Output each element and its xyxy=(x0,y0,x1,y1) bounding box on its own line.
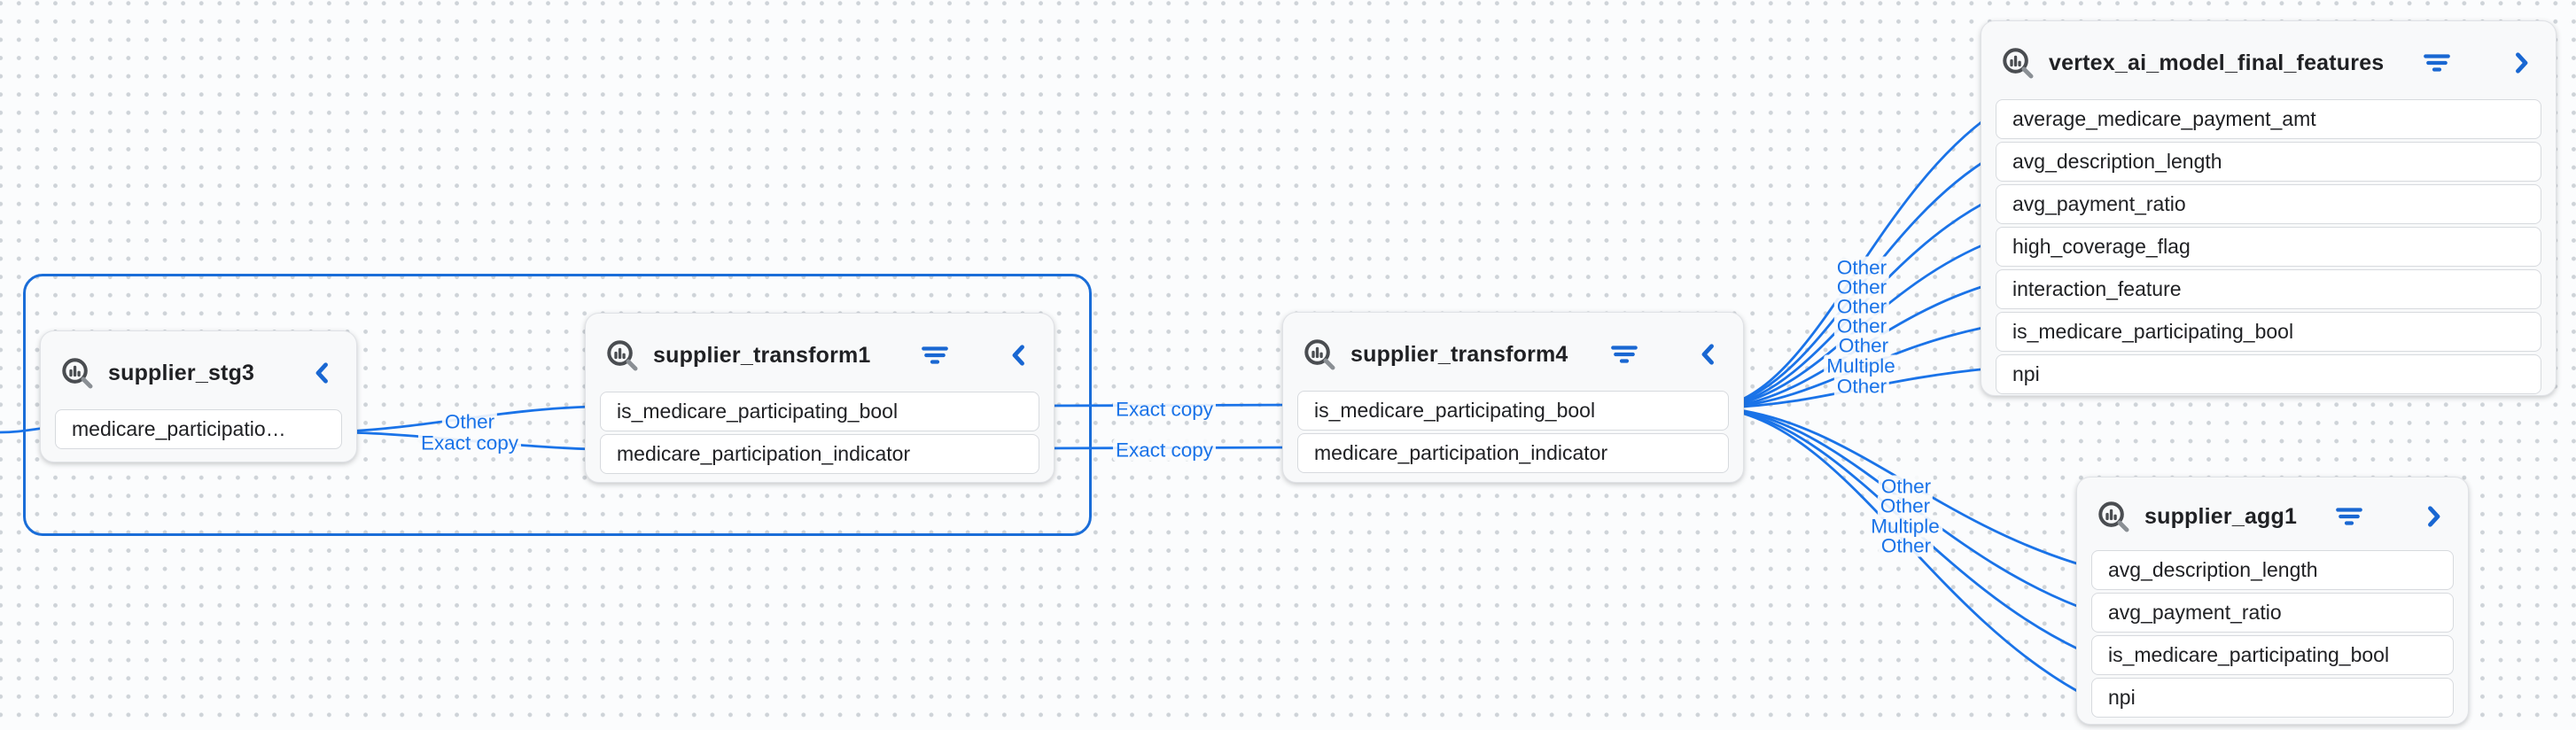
edge-label: Multiple xyxy=(1868,515,1942,538)
edge-label: Exact copy xyxy=(1112,398,1217,421)
column-chip[interactable]: is_medicare_participating_bool xyxy=(600,392,1039,431)
edge-label: Other xyxy=(441,410,498,433)
edge-label: Exact copy xyxy=(417,431,522,454)
collapse-left-chevron-icon[interactable] xyxy=(1693,339,1724,369)
column-list: avg_description_length avg_payment_ratio… xyxy=(2077,550,2468,718)
filter-icon[interactable] xyxy=(919,339,951,371)
column-chip[interactable]: is_medicare_participating_bool xyxy=(2091,635,2454,675)
column-list: medicare_participatio… xyxy=(41,409,356,449)
search-insights-icon xyxy=(2095,498,2132,535)
column-list: average_medicare_payment_amt avg_descrip… xyxy=(1981,99,2556,394)
column-chip[interactable]: npi xyxy=(1996,354,2541,394)
lineage-node-vertex-ai-model-final-features[interactable]: vertex_ai_model_final_features average_m… xyxy=(1981,20,2557,396)
node-title: supplier_transform1 xyxy=(653,342,871,368)
lineage-node-supplier-transform1[interactable]: supplier_transform1 is_medicare_particip… xyxy=(585,313,1055,483)
node-header: supplier_agg1 xyxy=(2077,478,2468,550)
column-chip[interactable]: npi xyxy=(2091,678,2454,718)
edge-label: Exact copy xyxy=(1112,439,1217,462)
edge-label: Other xyxy=(1877,494,1934,517)
search-insights-icon xyxy=(1999,44,2036,82)
column-chip[interactable]: avg_description_length xyxy=(1996,142,2541,182)
column-list: is_medicare_participating_bool medicare_… xyxy=(1283,391,1743,473)
collapse-left-chevron-icon[interactable] xyxy=(307,358,338,388)
column-chip[interactable]: avg_description_length xyxy=(2091,550,2454,590)
node-header: supplier_stg3 xyxy=(41,331,356,409)
column-chip[interactable]: interaction_feature xyxy=(1996,269,2541,309)
edge-label: Other xyxy=(1833,375,1890,398)
edge-label: Other xyxy=(1835,334,1892,357)
column-list: is_medicare_participating_bool medicare_… xyxy=(586,392,1054,474)
edge-label: Other xyxy=(1878,534,1934,557)
node-title: supplier_transform4 xyxy=(1350,341,1568,367)
node-header: supplier_transform4 xyxy=(1283,313,1743,391)
column-chip[interactable]: medicare_participation_indicator xyxy=(1297,433,1729,473)
column-chip[interactable]: is_medicare_participating_bool xyxy=(1996,312,2541,352)
filter-icon[interactable] xyxy=(1608,338,1640,370)
filter-icon[interactable] xyxy=(2333,501,2365,532)
node-title: supplier_agg1 xyxy=(2144,503,2298,529)
column-chip[interactable]: average_medicare_payment_amt xyxy=(1996,99,2541,139)
node-header: supplier_transform1 xyxy=(586,314,1054,392)
column-chip[interactable]: avg_payment_ratio xyxy=(1996,184,2541,224)
filter-icon[interactable] xyxy=(2421,47,2453,79)
lineage-node-supplier-transform4[interactable]: supplier_transform4 is_medicare_particip… xyxy=(1282,312,1744,483)
collapse-left-chevron-icon[interactable] xyxy=(1004,340,1034,370)
node-header: vertex_ai_model_final_features xyxy=(1981,21,2556,99)
column-chip[interactable]: medicare_participatio… xyxy=(55,409,342,449)
expand-right-chevron-icon[interactable] xyxy=(2418,501,2448,532)
column-chip[interactable]: medicare_participation_indicator xyxy=(600,434,1039,474)
search-insights-icon xyxy=(58,354,96,392)
column-chip[interactable]: is_medicare_participating_bool xyxy=(1297,391,1729,431)
lineage-node-supplier-stg3[interactable]: supplier_stg3 medicare_participatio… xyxy=(40,330,357,462)
expand-right-chevron-icon[interactable] xyxy=(2506,48,2536,78)
node-title: vertex_ai_model_final_features xyxy=(2049,50,2385,75)
column-chip[interactable]: avg_payment_ratio xyxy=(2091,593,2454,633)
edge-label: Multiple xyxy=(1824,354,1898,377)
search-insights-icon xyxy=(1301,336,1338,373)
column-chip[interactable]: high_coverage_flag xyxy=(1996,227,2541,267)
node-title: supplier_stg3 xyxy=(108,360,255,385)
search-insights-icon xyxy=(603,337,641,374)
lineage-node-supplier-agg1[interactable]: supplier_agg1 avg_description_length avg… xyxy=(2076,477,2469,725)
